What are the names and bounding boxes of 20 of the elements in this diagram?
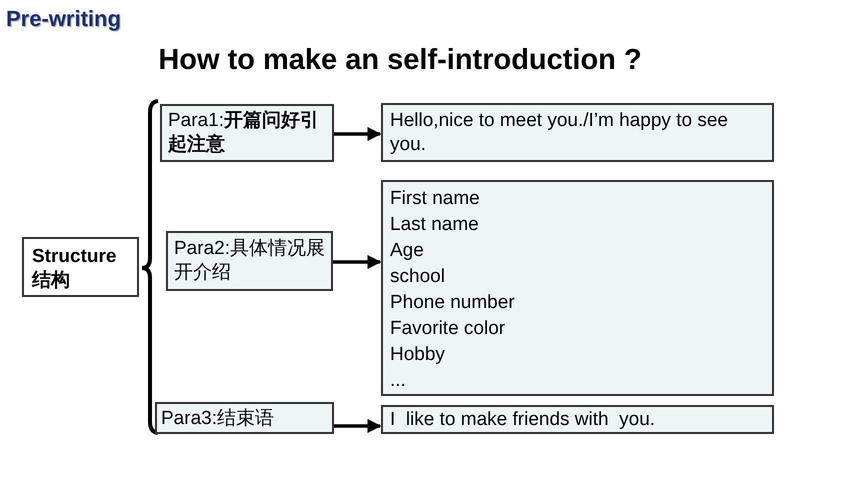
arrow bbox=[333, 255, 382, 269]
list-item: Last name bbox=[390, 213, 480, 237]
text-box: Para1:开篇问好引起注意 bbox=[160, 104, 334, 162]
list-item: Favorite color bbox=[390, 317, 506, 341]
list-item: school bbox=[390, 265, 446, 289]
text-box: Para2:具体情况展开介绍 bbox=[166, 231, 333, 291]
arrow bbox=[334, 419, 382, 433]
text-box bbox=[381, 180, 774, 396]
text-box: I like to make friends with you. bbox=[381, 405, 774, 434]
list-item: Hobby bbox=[390, 343, 446, 367]
list-item: ... bbox=[390, 369, 407, 393]
list-item: First name bbox=[390, 187, 481, 211]
list-item: Age bbox=[390, 239, 425, 263]
text-box: Hello,nice to meet you./I’m happy to see you. bbox=[381, 103, 774, 162]
title: How to make an self-introduction ? bbox=[157, 44, 643, 77]
text-box: Para3:结束语 bbox=[155, 402, 334, 434]
text-box: Structure 结构 bbox=[22, 237, 139, 297]
list-item: Phone number bbox=[390, 291, 516, 315]
section-heading: Pre-writing bbox=[6, 6, 121, 32]
arrow bbox=[334, 127, 382, 141]
